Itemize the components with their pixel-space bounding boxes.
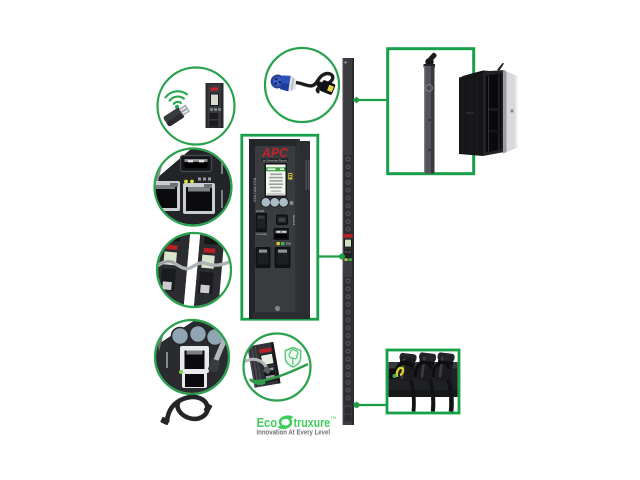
svg-text:Innovation At Every Level: Innovation At Every Level bbox=[257, 430, 331, 437]
svg-text:truxure: truxure bbox=[294, 415, 331, 430]
svg-text:by Schneider Electric: by Schneider Electric bbox=[263, 158, 288, 162]
svg-text:Rack PDU 9000: Rack PDU 9000 bbox=[253, 178, 257, 202]
svg-text:10/100: 10/100 bbox=[256, 209, 264, 213]
svg-text:TM: TM bbox=[331, 416, 336, 420]
svg-text:Eco: Eco bbox=[257, 415, 278, 430]
svg-text:Console: Console bbox=[257, 232, 268, 236]
svg-text:Network: Network bbox=[292, 215, 296, 226]
svg-text:APC: APC bbox=[261, 146, 289, 160]
